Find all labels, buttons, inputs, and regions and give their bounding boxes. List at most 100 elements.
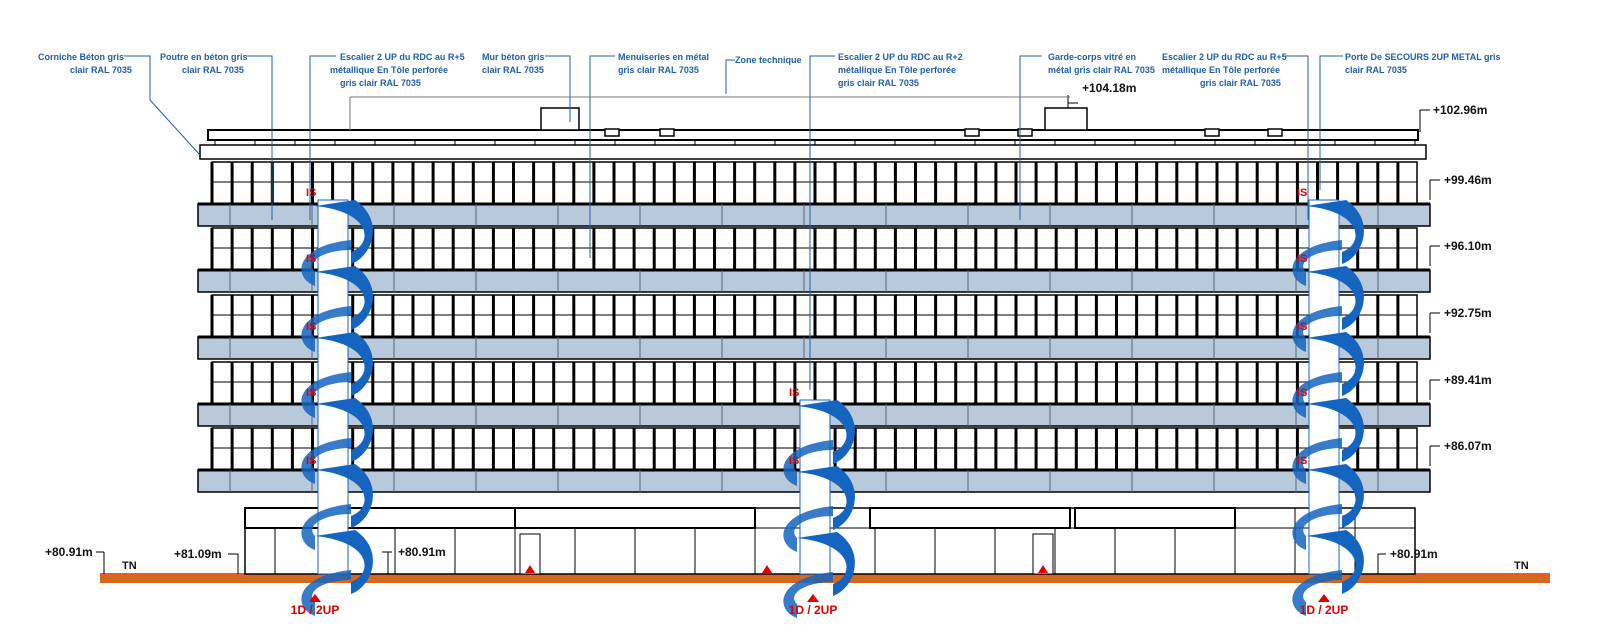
stair-flight-left xyxy=(301,306,351,352)
stair-flight-left xyxy=(1292,438,1342,484)
stair-flight-left xyxy=(301,372,351,418)
is-label: IS xyxy=(306,387,316,399)
stair-flight-right xyxy=(315,464,373,528)
is-label: IS xyxy=(306,187,316,199)
balcony-band xyxy=(197,203,1431,227)
level-l2: +89.41m xyxy=(1429,373,1492,400)
level-value: +92.75m xyxy=(1444,306,1492,320)
stair-flight-left xyxy=(1292,240,1342,286)
vent-icon xyxy=(1017,128,1033,137)
level-ground-left3: +80.91m xyxy=(382,545,446,574)
is-label: IS xyxy=(306,321,316,333)
gf-canopy xyxy=(514,507,756,529)
stair-flight-left xyxy=(301,504,351,550)
roof-vents xyxy=(604,128,1283,137)
note-zone-technique: Zone technique xyxy=(735,55,802,65)
tn-label: TN xyxy=(122,560,137,572)
is-label: IS xyxy=(306,455,316,467)
level-value: +86.07m xyxy=(1444,439,1492,453)
floor-3 xyxy=(197,294,1431,360)
stair-flight-left xyxy=(783,440,833,486)
exit-markers: 1D / 2UP 1D / 2UP 1D / 2UP xyxy=(291,594,1348,617)
is-label: IS xyxy=(1297,321,1307,333)
vent-icon xyxy=(964,128,980,137)
note-corniche: Corniche Béton gris clair RAL 7035 xyxy=(38,52,132,75)
tn-label: TN xyxy=(1514,560,1529,572)
stair-flight-right xyxy=(315,398,373,462)
level-value: +99.46m xyxy=(1444,173,1492,187)
is-label: IS xyxy=(789,387,799,399)
vent-icon xyxy=(659,128,675,137)
stair-flight-left xyxy=(1292,504,1342,550)
door-right xyxy=(1032,533,1054,575)
is-label: IS xyxy=(306,253,316,265)
level-markers: +104.18m +102.96m +99.46m +96.10m +92.75… xyxy=(45,81,1529,574)
annotation-texts: Corniche Béton gris clair RAL 7035 Poutr… xyxy=(38,52,1503,88)
floor-2 xyxy=(197,361,1431,427)
level-roof: +102.96m xyxy=(1419,103,1487,132)
level-l4: +96.10m xyxy=(1429,239,1492,266)
stair-core xyxy=(799,399,831,575)
level-l3: +92.75m xyxy=(1429,306,1492,333)
note-menuiseries: Menuiseries en métal gris clair RAL 7035 xyxy=(618,52,712,75)
exit-arrow-icon xyxy=(807,594,819,602)
stair-flight-right xyxy=(315,266,373,330)
exit-arrow-icon xyxy=(309,594,321,602)
note-escalier-mid: Escalier 2 UP du RDC au R+2 métallique E… xyxy=(838,52,965,88)
corniche-beam xyxy=(199,144,1427,160)
stair-flight-left xyxy=(783,506,833,552)
stair-flight-right xyxy=(797,532,855,596)
exit-label: 1D / 2UP xyxy=(789,603,838,617)
vent-icon xyxy=(1267,128,1283,137)
stair-flight-right xyxy=(797,466,855,530)
exit-marker-door-right xyxy=(1038,565,1048,573)
stair-flight-left xyxy=(1292,372,1342,418)
level-value: +81.09m xyxy=(174,547,222,561)
exit-marker-door-mid xyxy=(762,565,772,573)
stair-flight-left xyxy=(1292,306,1342,352)
level-value: +102.96m xyxy=(1433,103,1487,117)
technical-box-right xyxy=(1044,107,1088,131)
gf-canopy xyxy=(244,507,516,529)
stair-flight-left xyxy=(301,570,351,616)
door-left xyxy=(519,533,541,575)
note-garde-corps: Garde-corps vitré en métal gris clair RA… xyxy=(1048,52,1155,75)
exit-label: 1D / 2UP xyxy=(291,603,340,617)
level-ground-right: +80.91m TN xyxy=(1377,547,1529,574)
level-value: +89.41m xyxy=(1444,373,1492,387)
balcony-band xyxy=(197,336,1431,360)
note-escalier-left: Escalier 2 UP du RDC au R+5 métallique E… xyxy=(330,52,467,88)
stair-flight-right xyxy=(1306,332,1364,396)
level-l1: +86.07m xyxy=(1429,439,1492,466)
level-value: +80.91m xyxy=(1390,547,1438,561)
vent-icon xyxy=(604,128,620,137)
is-label: IS xyxy=(1297,187,1307,199)
level-ground-left: +80.91m TN xyxy=(45,545,137,574)
level-l5: +99.46m xyxy=(1429,173,1492,200)
stair-flight-left xyxy=(1292,570,1342,616)
technical-box-left xyxy=(540,107,580,131)
stair-flight-left xyxy=(301,240,351,286)
stair-flight-left xyxy=(301,438,351,484)
ground-floor-bays xyxy=(244,507,1415,574)
level-value: +80.91m xyxy=(398,545,446,559)
balcony-band xyxy=(197,269,1431,293)
roof-parapet xyxy=(207,129,1419,141)
note-porte-secours: Porte De SECOURS 2UP METAL gris clair RA… xyxy=(1345,52,1503,75)
spiral-stair-left: IS IS IS IS IS xyxy=(301,187,373,616)
level-top-tech: +104.18m xyxy=(1067,81,1136,108)
stair-flight-right xyxy=(1306,200,1364,264)
exit-marker-right: 1D / 2UP xyxy=(1300,594,1348,617)
stair-flight-right xyxy=(315,530,373,594)
level-value: +104.18m xyxy=(1082,81,1136,95)
floor-5 xyxy=(197,161,1431,227)
vent-icon xyxy=(1204,128,1220,137)
is-label: IS xyxy=(1297,455,1307,467)
is-label: IS xyxy=(1297,387,1307,399)
stair-flight-right xyxy=(315,200,373,264)
stair-flight-right xyxy=(1306,398,1364,462)
exit-marker-door-left xyxy=(525,565,535,573)
